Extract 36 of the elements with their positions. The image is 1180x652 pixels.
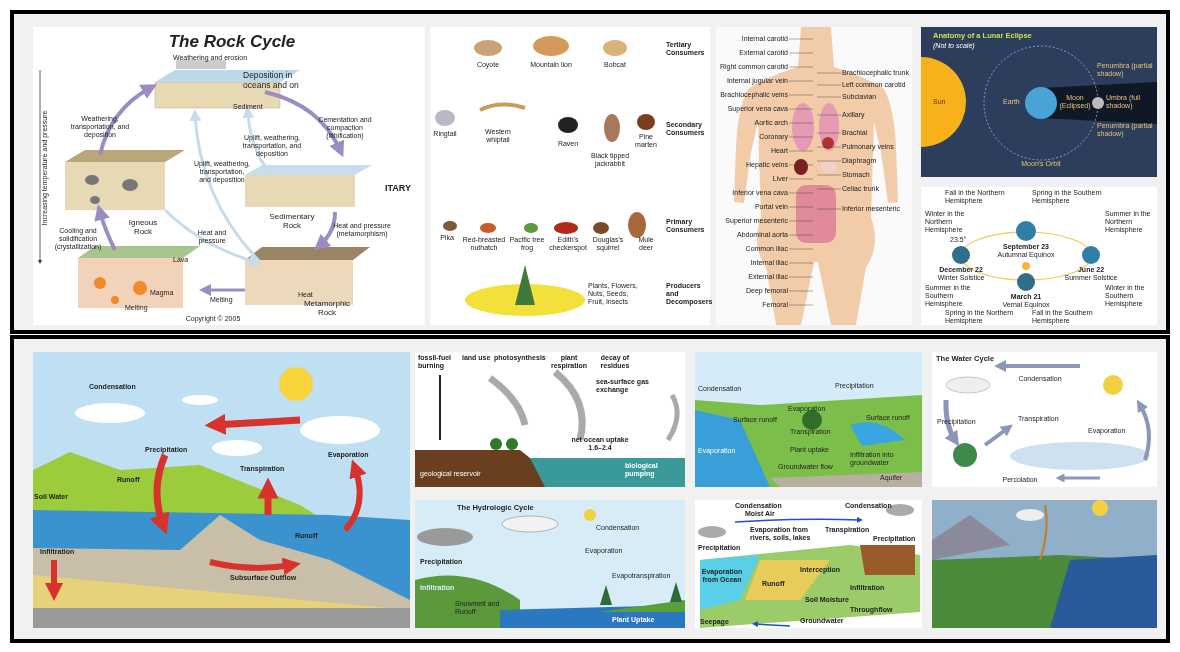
- leader-line: [788, 38, 814, 40]
- leader-line: [788, 136, 814, 138]
- leader-line: [816, 96, 842, 98]
- leader-line: [816, 146, 842, 148]
- leader-line: [816, 72, 842, 74]
- diagram-label: Metamorphic Rock: [302, 300, 352, 318]
- diagram-label: Sedimentary Rock: [268, 213, 316, 231]
- leader-line: [816, 114, 842, 116]
- leader-line: [788, 192, 814, 194]
- leader-line: [788, 304, 814, 306]
- leader-line: [788, 262, 814, 264]
- panel-heading: The Rock Cycle: [168, 32, 296, 52]
- diagram-label: Deposition in oceans and on: [243, 71, 300, 91]
- leader-line: [816, 208, 842, 210]
- leader-line: [816, 132, 842, 134]
- leader-line: [788, 206, 814, 208]
- leader-line: [788, 164, 814, 166]
- leader-line: [788, 80, 814, 82]
- leader-line: [788, 94, 814, 96]
- leader-line: [788, 276, 814, 278]
- leader-line: [788, 66, 814, 68]
- leader-line: [788, 234, 814, 236]
- diagram-label: ITARY: [385, 183, 411, 194]
- leader-line: [788, 178, 814, 180]
- leader-line: [788, 248, 814, 250]
- leader-line: [788, 108, 814, 110]
- leader-line: [816, 174, 842, 176]
- leader-line: [788, 150, 814, 152]
- leader-line: [816, 188, 842, 190]
- diagram-label: Igneous Rock: [127, 219, 159, 237]
- leader-line: [788, 122, 814, 124]
- leader-line: [788, 290, 814, 292]
- leader-line: [816, 84, 842, 86]
- leader-line: [788, 52, 814, 54]
- leader-line: [788, 220, 814, 222]
- leader-line: [816, 160, 842, 162]
